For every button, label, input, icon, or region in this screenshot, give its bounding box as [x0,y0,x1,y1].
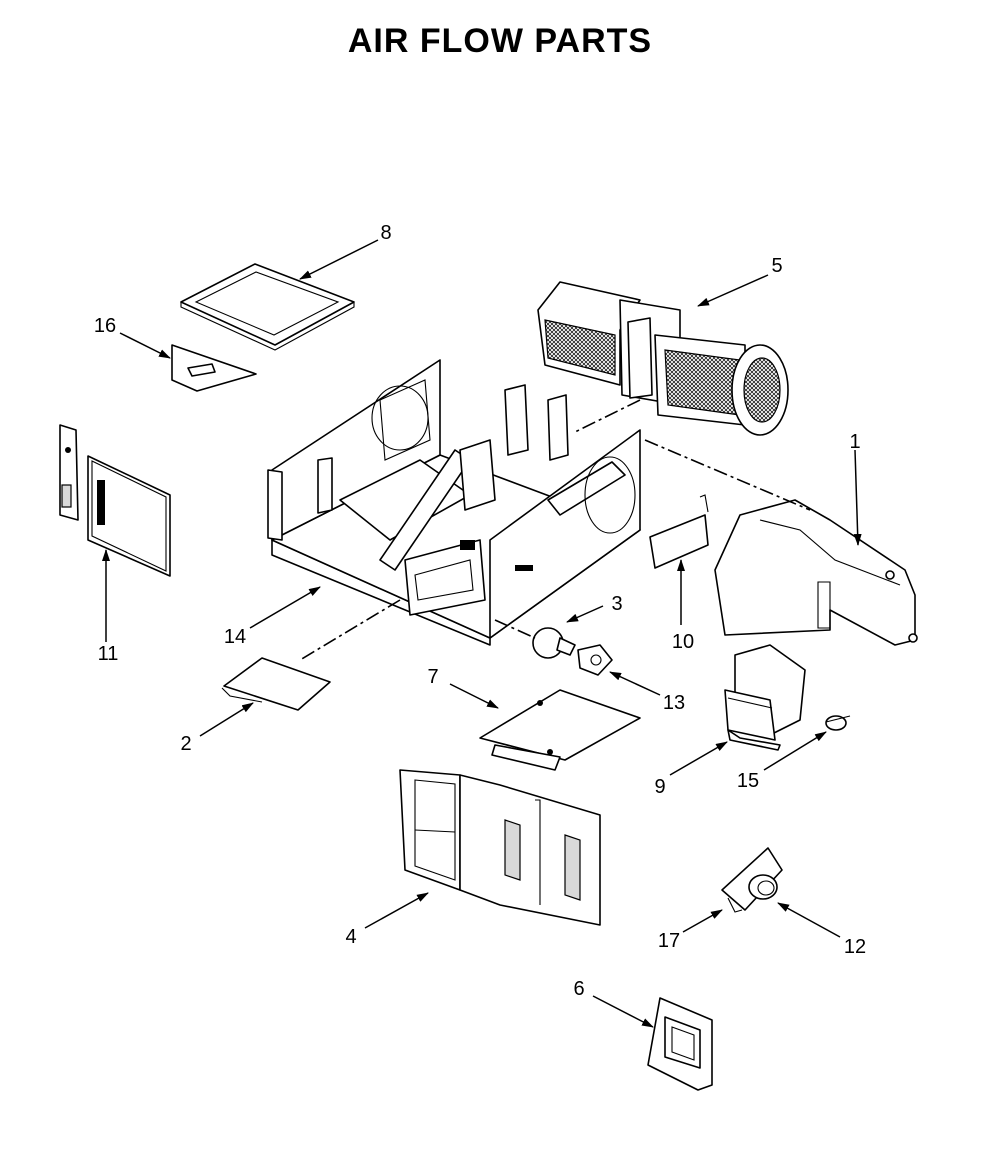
part-1-air-duct [714,499,918,646]
leader-lines [102,239,862,1028]
callout-2: 2 [180,733,191,755]
part-4-duct-panel [399,769,601,926]
part-3-lamp [532,627,576,659]
part-5-blower-fan [537,281,789,436]
callout-labels: 8 5 16 1 3 14 10 11 7 13 2 15 9 4 17 12 … [94,222,866,1000]
callout-16: 16 [94,315,116,337]
part-9-transformer [724,644,806,751]
callout-4: 4 [345,926,356,948]
callout-10: 10 [672,631,694,653]
part-13-lamp-socket [577,644,613,676]
part-6-latch [647,997,713,1091]
callout-1: 1 [849,431,860,453]
callout-14: 14 [224,626,246,648]
part-10-shield [649,494,709,569]
callout-5: 5 [771,255,782,277]
part-8-filter [180,263,355,351]
assembly-lines [299,399,811,661]
callout-17: 17 [658,930,680,952]
part-7-bracket [479,689,641,771]
callout-3: 3 [611,593,622,615]
callout-8: 8 [380,222,391,244]
part-15-thermal-cutout [825,715,851,731]
callout-6: 6 [573,978,584,1000]
callout-12: 12 [844,936,866,958]
part-16-plate [171,344,257,392]
part-12-damper-knob [748,874,778,900]
part-11-side-panel [59,424,171,577]
callout-15: 15 [737,770,759,792]
part-2-cover-plate [221,657,331,711]
page-title: AIR FLOW PARTS [347,22,653,60]
part-14-base-assembly [267,359,641,646]
callout-7: 7 [427,666,438,688]
callout-13: 13 [663,692,685,714]
callout-11: 11 [98,643,119,665]
callout-9: 9 [654,776,665,798]
